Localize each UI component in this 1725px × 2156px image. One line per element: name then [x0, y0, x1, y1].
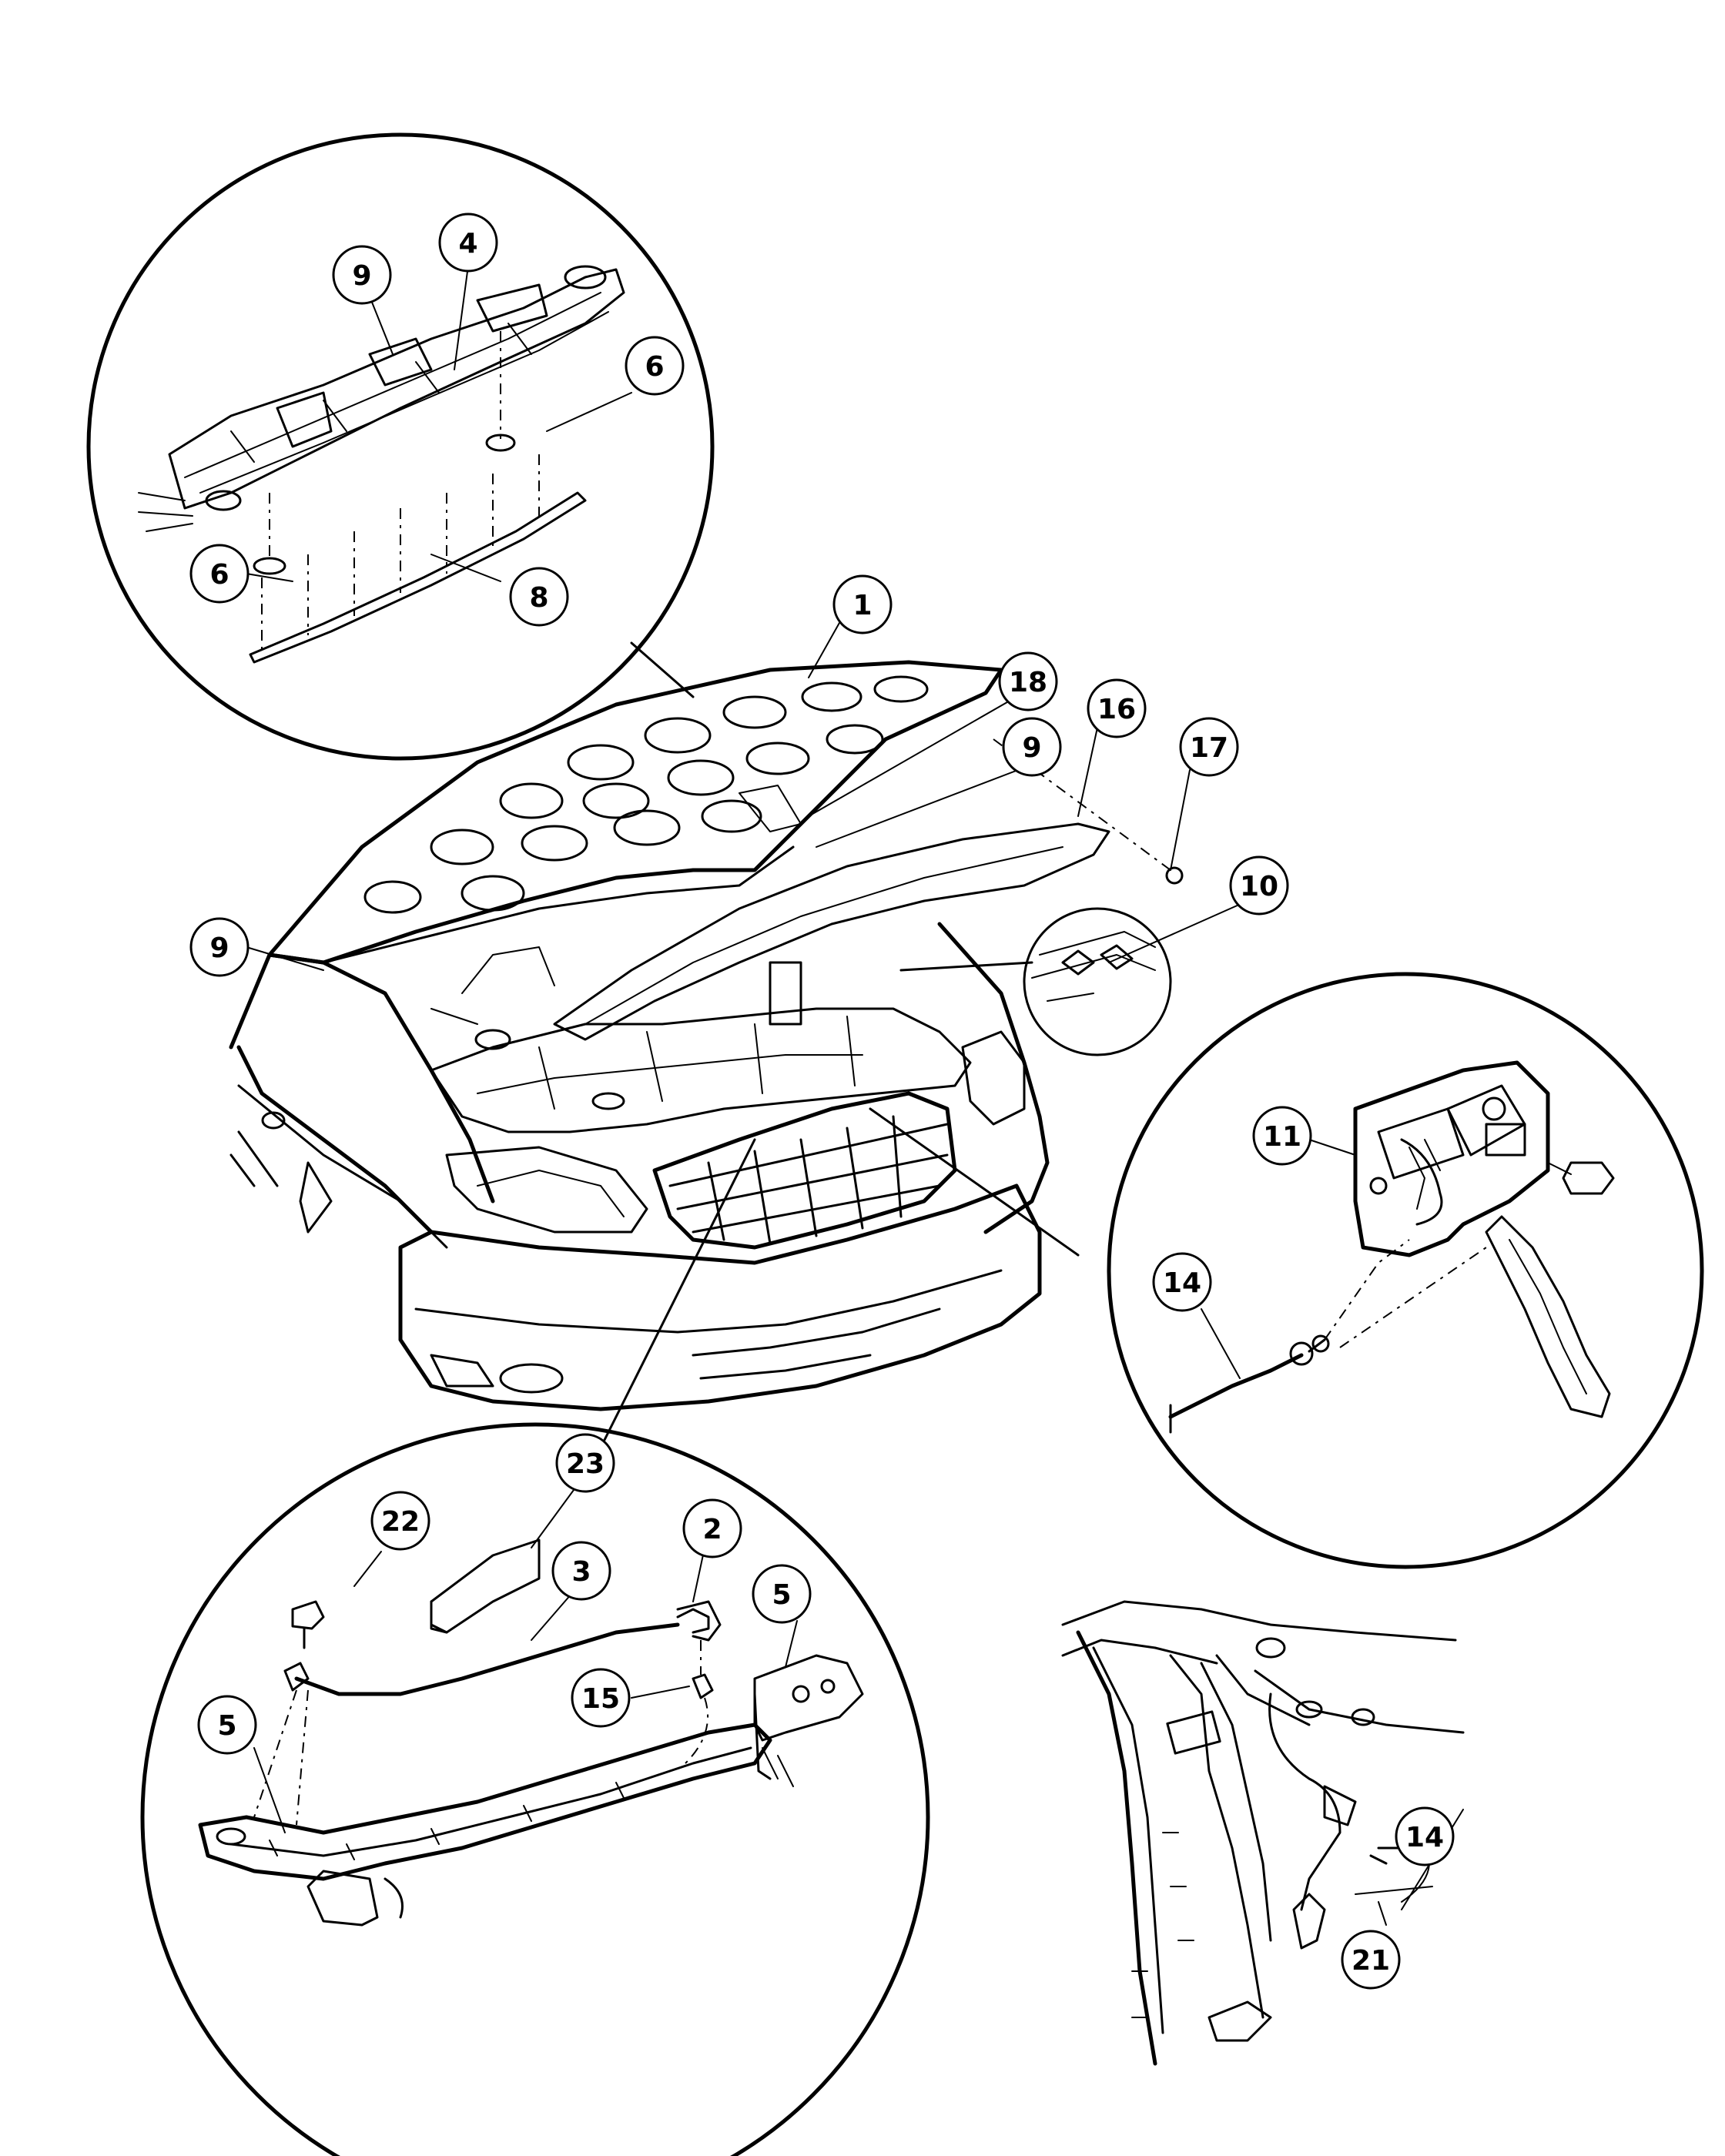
svg-text:23: 23 — [566, 1448, 605, 1480]
callout-17: 17 — [1179, 717, 1239, 777]
callout-9-b: 9 — [1002, 717, 1062, 777]
callout-16: 16 — [1087, 678, 1147, 738]
callout-22: 22 — [370, 1491, 430, 1551]
svg-text:2: 2 — [702, 1514, 722, 1545]
svg-text:1: 1 — [852, 590, 872, 621]
svg-text:6: 6 — [645, 351, 664, 383]
svg-text:8: 8 — [529, 582, 548, 614]
svg-text:11: 11 — [1263, 1121, 1301, 1153]
detail-cowl-seal — [86, 132, 715, 761]
svg-text:21: 21 — [1352, 1945, 1390, 1977]
svg-text:22: 22 — [381, 1506, 420, 1538]
callout-5-a: 5 — [752, 1564, 812, 1624]
callout-9-a: 9 — [332, 245, 392, 305]
callout-8: 8 — [509, 567, 569, 627]
svg-text:14: 14 — [1163, 1267, 1201, 1299]
svg-text:17: 17 — [1190, 732, 1228, 764]
callout-5-b: 5 — [197, 1695, 257, 1755]
callout-11: 11 — [1252, 1106, 1312, 1166]
svg-text:9: 9 — [209, 932, 229, 964]
svg-text:3: 3 — [571, 1556, 591, 1588]
svg-text:9: 9 — [352, 260, 371, 292]
svg-text:5: 5 — [217, 1710, 236, 1742]
svg-text:15: 15 — [581, 1683, 620, 1715]
callout-23: 23 — [555, 1433, 615, 1493]
callout-9-c: 9 — [189, 917, 250, 977]
svg-text:9: 9 — [1022, 732, 1041, 764]
callout-18: 18 — [998, 651, 1058, 711]
detail-hood-latch — [1107, 972, 1704, 1569]
svg-text:10: 10 — [1240, 871, 1278, 902]
callout-15: 15 — [571, 1668, 631, 1728]
callout-10: 10 — [1229, 855, 1289, 916]
detail-prop-rod — [140, 1422, 930, 2156]
callout-6-a: 6 — [625, 336, 685, 396]
svg-text:18: 18 — [1009, 667, 1047, 698]
svg-text:5: 5 — [772, 1579, 791, 1611]
callout-1: 1 — [832, 574, 893, 634]
callout-3: 3 — [551, 1541, 611, 1601]
callout-6-b: 6 — [189, 544, 250, 604]
svg-text:6: 6 — [209, 559, 229, 591]
callout-14-a: 14 — [1152, 1252, 1212, 1312]
callout-14-b: 14 — [1395, 1806, 1455, 1866]
detail-cable-routing — [1061, 1600, 1465, 2066]
callout-21: 21 — [1341, 1930, 1401, 1990]
svg-text:4: 4 — [458, 228, 477, 259]
callout-2: 2 — [682, 1498, 742, 1558]
detail-hood-bumper-10 — [1023, 900, 1248, 1056]
svg-text:14: 14 — [1405, 1822, 1444, 1853]
callout-4: 4 — [438, 213, 498, 273]
vehicle-front-hood-open — [229, 615, 1191, 1449]
svg-text:16: 16 — [1097, 694, 1136, 725]
